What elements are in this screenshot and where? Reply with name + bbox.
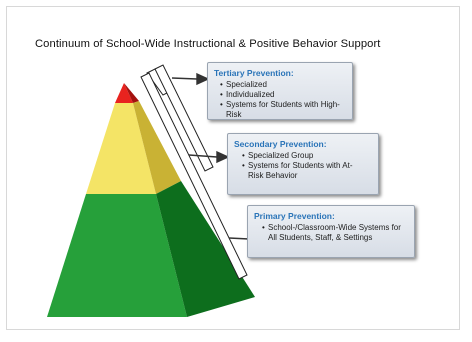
pyramid-tier-tertiary-side: [124, 83, 139, 103]
primary-prevention-box: Primary Prevention: School-/Classroom-Wi…: [247, 205, 415, 258]
list-item: Specialized: [220, 80, 346, 90]
pyramid-tier-secondary: [86, 103, 156, 194]
secondary-prevention-title: Secondary Prevention:: [234, 139, 327, 149]
bracket-secondary: [154, 64, 214, 172]
pyramid-tier-secondary-side: [133, 101, 181, 194]
pyramid-tier-primary-side: [156, 181, 255, 317]
arrow-secondary: [188, 150, 230, 164]
diagram-frame: Continuum of School-Wide Instructional &…: [6, 6, 460, 330]
tertiary-prevention-title: Tertiary Prevention:: [214, 68, 294, 78]
pyramid-tier-primary: [47, 194, 187, 317]
arrow-tertiary: [171, 72, 210, 86]
list-item: Systems for Students with At-Risk Behavi…: [242, 161, 366, 181]
list-item: Specialized Group: [242, 151, 366, 161]
secondary-prevention-box: Secondary Prevention: Specialized Group …: [227, 133, 379, 195]
bracket-primary: [140, 72, 248, 280]
diagram-title: Continuum of School-Wide Instructional &…: [35, 38, 381, 50]
pyramid-tier-tertiary: [115, 83, 133, 103]
primary-prevention-title: Primary Prevention:: [254, 211, 335, 221]
list-item: Systems for Students with High-Risk: [220, 100, 346, 120]
list-item: School-/Classroom-Wide Systems for All S…: [262, 223, 402, 243]
tertiary-prevention-box: Tertiary Prevention: Specialized Individ…: [207, 62, 353, 120]
list-item: Individualized: [220, 90, 346, 100]
